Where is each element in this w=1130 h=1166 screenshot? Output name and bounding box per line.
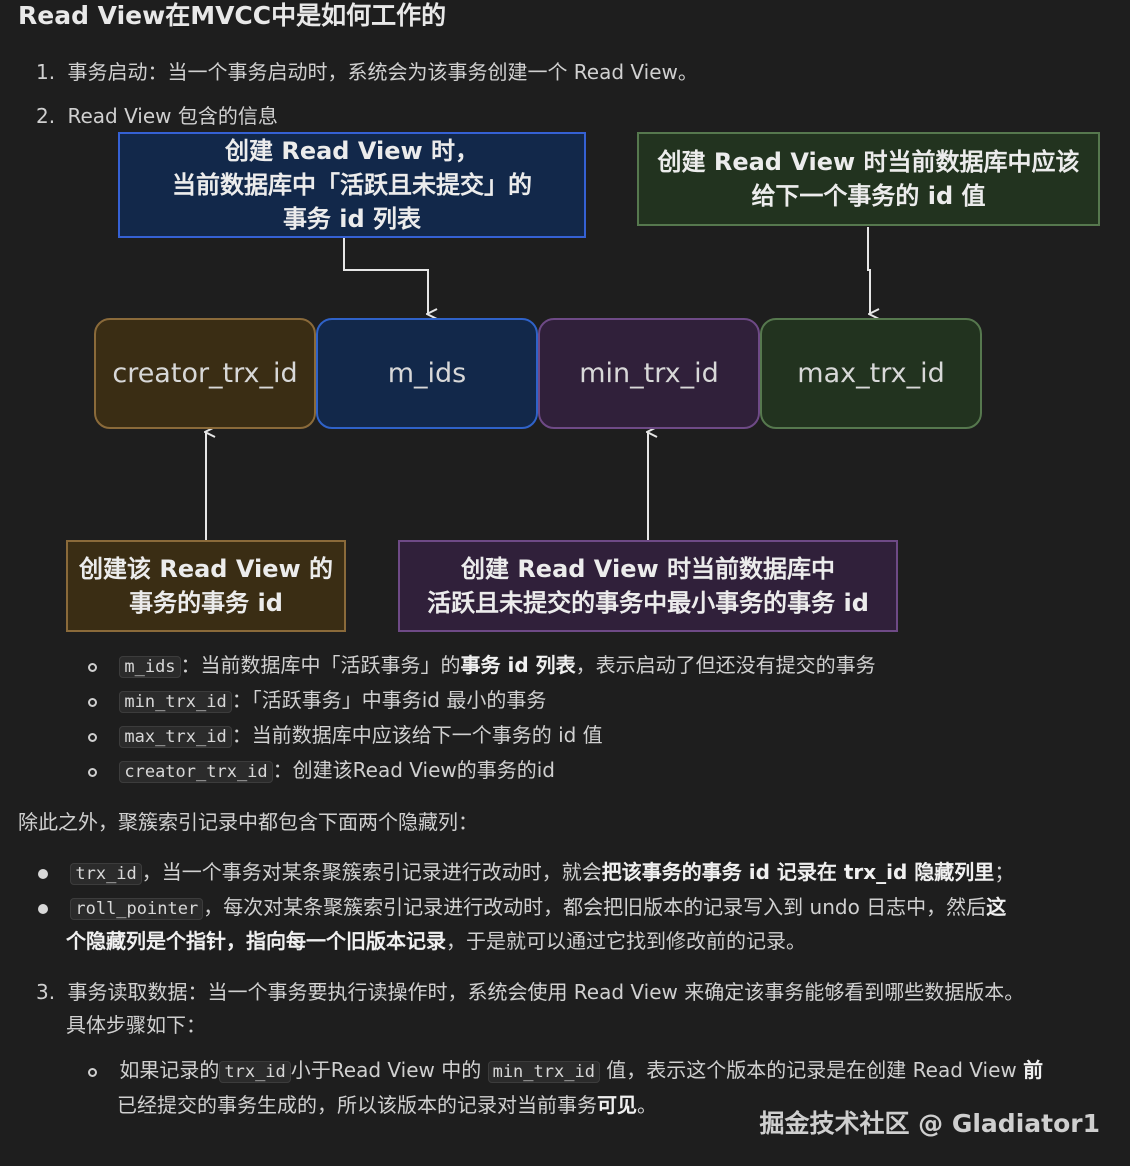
list-item: creator_trx_id：创建该Read View的事务的id (88, 756, 555, 786)
bullet-icon (88, 768, 97, 777)
annotation-max-trx-id: 创建 Read View 时当前数据库中应该 给下一个事务的 id 值 (637, 132, 1100, 226)
list-item: min_trx_id：「活跃事务」中事务id 最小的事务 (88, 686, 546, 716)
bullet-icon (88, 733, 97, 742)
code-inline: roll_pointer (70, 898, 204, 920)
step-3-number: 3. (36, 980, 56, 1004)
list-item-continuation: 已经提交的事务生成的，所以该版本的记录对当前事务可见。 (117, 1093, 657, 1117)
page-title: Read View在MVCC中是如何工作的 (18, 1, 447, 30)
bullet-icon (38, 869, 48, 879)
list-item: max_trx_id：当前数据库中应该给下一个事务的 id 值 (88, 721, 603, 751)
code-inline: trx_id (70, 863, 142, 885)
hidden-columns-intro: 除此之外，聚簇索引记录中都包含下面两个隐藏列： (18, 810, 478, 834)
step-2-text: Read View 包含的信息 (67, 104, 278, 128)
bullet-icon (88, 698, 97, 707)
code-inline: max_trx_id (119, 726, 232, 748)
list-item: trx_id，当一个事务对某条聚簇索引记录进行改动时，就会把该事务的事务 id … (38, 858, 1014, 888)
step-1-number: 1. (36, 60, 56, 84)
annotation-creator-trx-id: 创建该 Read View 的 事务的事务 id (66, 540, 346, 632)
arrow-max (867, 227, 870, 314)
code-inline: min_trx_id (119, 691, 232, 713)
list-item: m_ids：当前数据库中「活跃事务」的事务 id 列表，表示启动了但还没有提交的… (88, 651, 876, 681)
code-inline: min_trx_id (487, 1061, 600, 1083)
read-view-diagram: 创建 Read View 时， 当前数据库中「活跃且未提交」的 事务 id 列表… (0, 132, 1130, 632)
arrow-mids (343, 238, 428, 314)
step-1: 1. 事务启动：当一个事务启动时，系统会为该事务创建一个 Read View。 (36, 58, 698, 86)
bullet-icon (88, 1068, 97, 1077)
annotation-m-ids: 创建 Read View 时， 当前数据库中「活跃且未提交」的 事务 id 列表 (118, 132, 586, 238)
step-3-text: 事务读取数据：当一个事务要执行读操作时，系统会使用 Read View 来确定该… (67, 980, 1025, 1004)
field-max-trx-id: max_trx_id (760, 318, 982, 429)
step-2: 2. Read View 包含的信息 (36, 102, 278, 130)
field-m-ids: m_ids (316, 318, 538, 429)
step-1-text: 事务启动：当一个事务启动时，系统会为该事务创建一个 Read View。 (67, 60, 698, 84)
bullet-icon (38, 904, 48, 914)
list-item-continuation: 个隐藏列是个指针，指向每一个旧版本记录，于是就可以通过它找到修改前的记录。 (66, 929, 806, 953)
code-inline: m_ids (119, 656, 181, 678)
step-3: 3. 事务读取数据：当一个事务要执行读操作时，系统会使用 Read View 来… (36, 978, 1024, 1006)
bullet-icon (88, 663, 97, 672)
diagram-connectors (0, 227, 1130, 540)
annotation-min-trx-id: 创建 Read View 时当前数据库中 活跃且未提交的事务中最小事务的事务 i… (398, 540, 898, 632)
field-min-trx-id: min_trx_id (538, 318, 760, 429)
list-item: roll_pointer，每次对某条聚簇索引记录进行改动时，都会把旧版本的记录写… (38, 893, 1006, 923)
watermark: 掘金技术社区 @ Gladiator1 (759, 1109, 1100, 1138)
code-inline: trx_id (219, 1061, 291, 1083)
field-creator-trx-id: creator_trx_id (94, 318, 316, 429)
code-inline: creator_trx_id (119, 761, 273, 783)
step-2-number: 2. (36, 104, 56, 128)
step-3-continuation: 具体步骤如下： (66, 1013, 206, 1037)
